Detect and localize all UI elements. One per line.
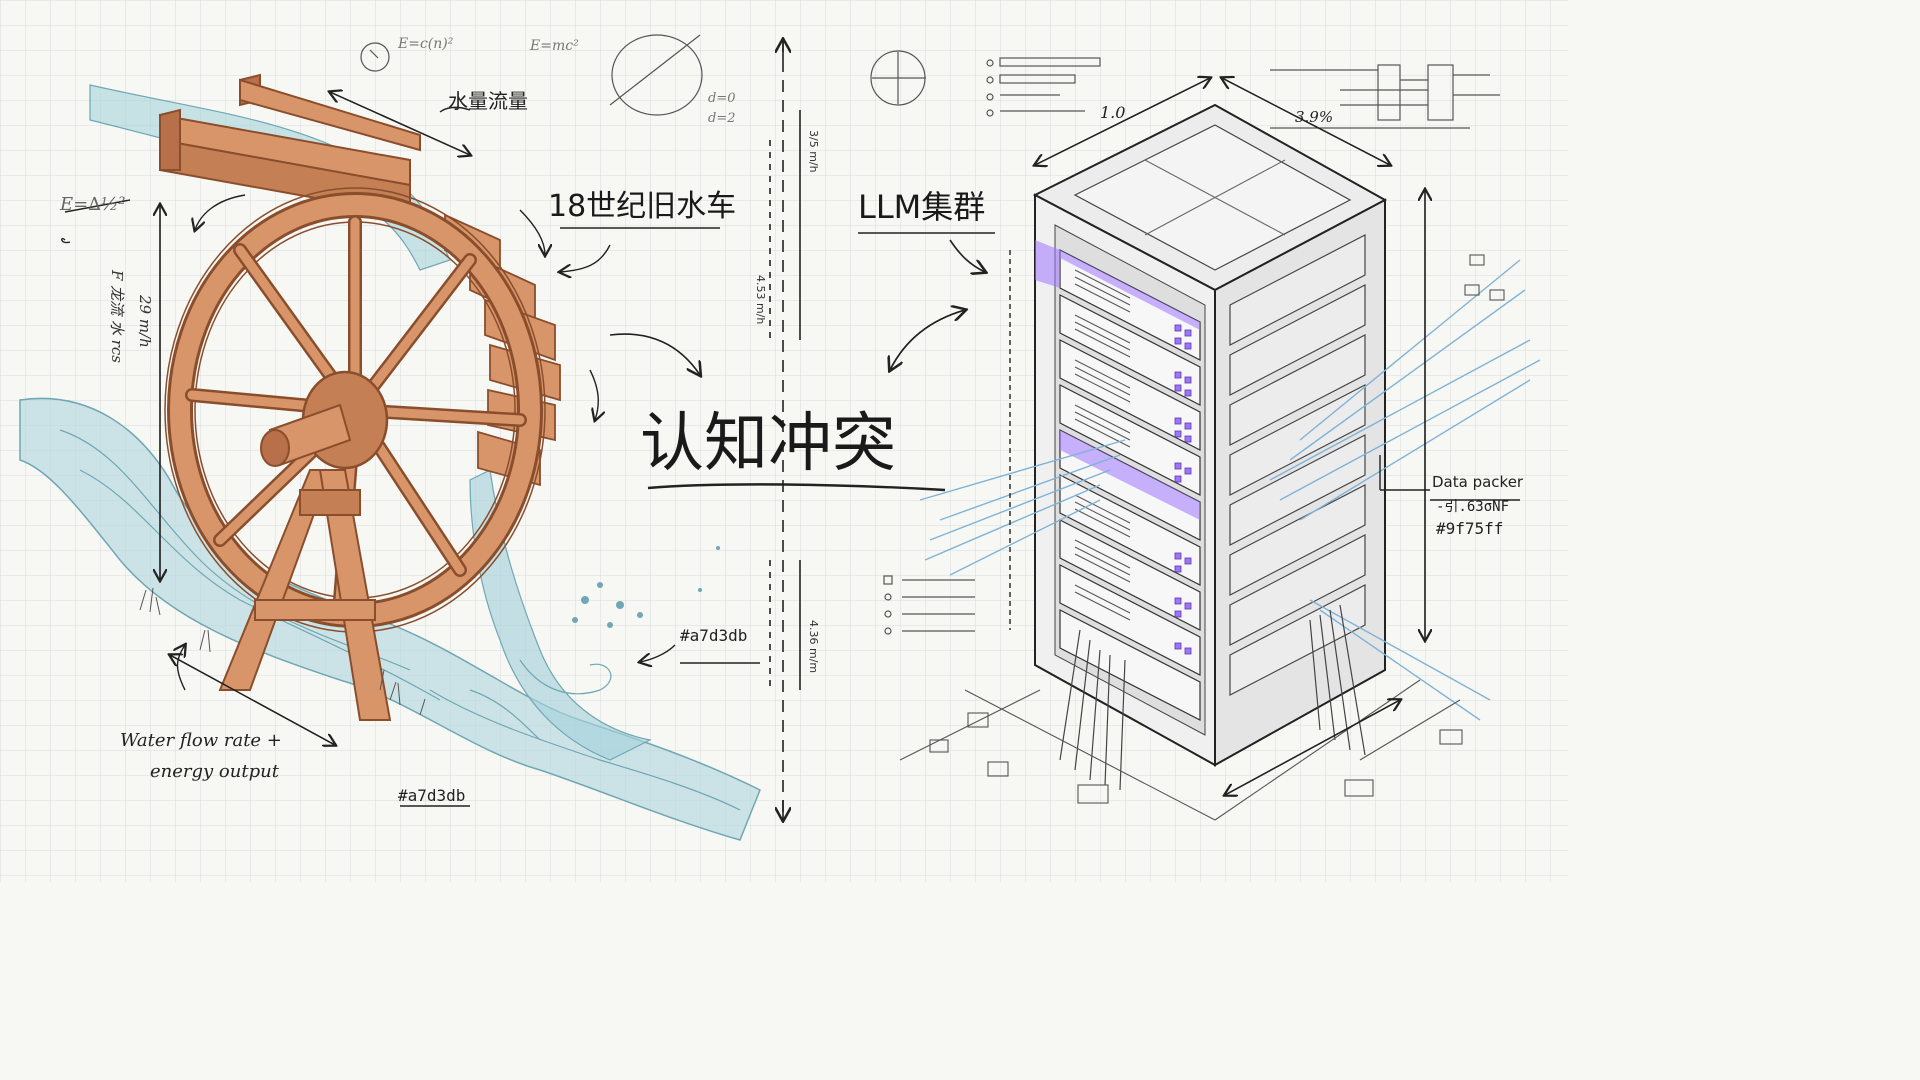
server-ports [1174, 324, 1192, 655]
server-accent-lights [1035, 240, 1200, 520]
left-formula: E=∆½² [59, 194, 125, 215]
circuit-doodle [1270, 64, 1500, 129]
center-dim-2: 4.53 m/h [754, 275, 767, 324]
top-doodles [360, 34, 926, 116]
wheel-stand [218, 469, 392, 721]
center-dim-1: 3/5 m/h [807, 130, 820, 173]
data-streams [919, 259, 1541, 721]
top-note-2: d=2 [708, 111, 736, 126]
water-splash [572, 546, 720, 628]
top-formula-1: E=c(n)² [397, 36, 454, 52]
cables-bottom [1059, 604, 1366, 791]
server-vents [1074, 269, 1131, 621]
center-title: 认知冲突 [640, 407, 896, 481]
water-color-label-1: #a7d3db [680, 626, 747, 645]
left-heading: 18世纪旧水车 [548, 189, 736, 224]
water-color-label-2: #a7d3db [398, 786, 465, 805]
data-packet-value: -引.63σNF [1436, 499, 1509, 515]
bar-list-doodle [986, 57, 1101, 117]
left-side-note-2: 29 m/h [136, 294, 154, 348]
top-note-1: d=0 [708, 91, 736, 106]
list-doodle [883, 575, 975, 635]
grass [139, 587, 426, 716]
top-formula-2: E=mc² [529, 38, 579, 54]
left-annotations [61, 92, 760, 807]
rack-dim-top: 1.0 [1100, 103, 1125, 122]
rack-dimensions [858, 78, 1520, 795]
concept-sketch: 认知冲突 18世纪旧水车 LLM集群 水量流量 Water flow rate … [0, 0, 1568, 882]
flow-caption-line1: Water flow rate + [120, 730, 282, 751]
center-divider [609, 40, 985, 820]
data-color-label: #9f75ff [1436, 519, 1503, 538]
flow-caption-line2: energy output [150, 761, 280, 782]
left-side-note: F 龙流 水 rcs [108, 269, 126, 363]
center-dim-3: 4.36 m/m [807, 620, 820, 673]
water-volume-label: 水量流量 [448, 89, 528, 113]
floor-guides [899, 254, 1505, 821]
right-heading: LLM集群 [858, 188, 985, 226]
data-packet-label: Data packer [1432, 473, 1524, 491]
rack-dim-right: 3.9% [1295, 108, 1333, 126]
